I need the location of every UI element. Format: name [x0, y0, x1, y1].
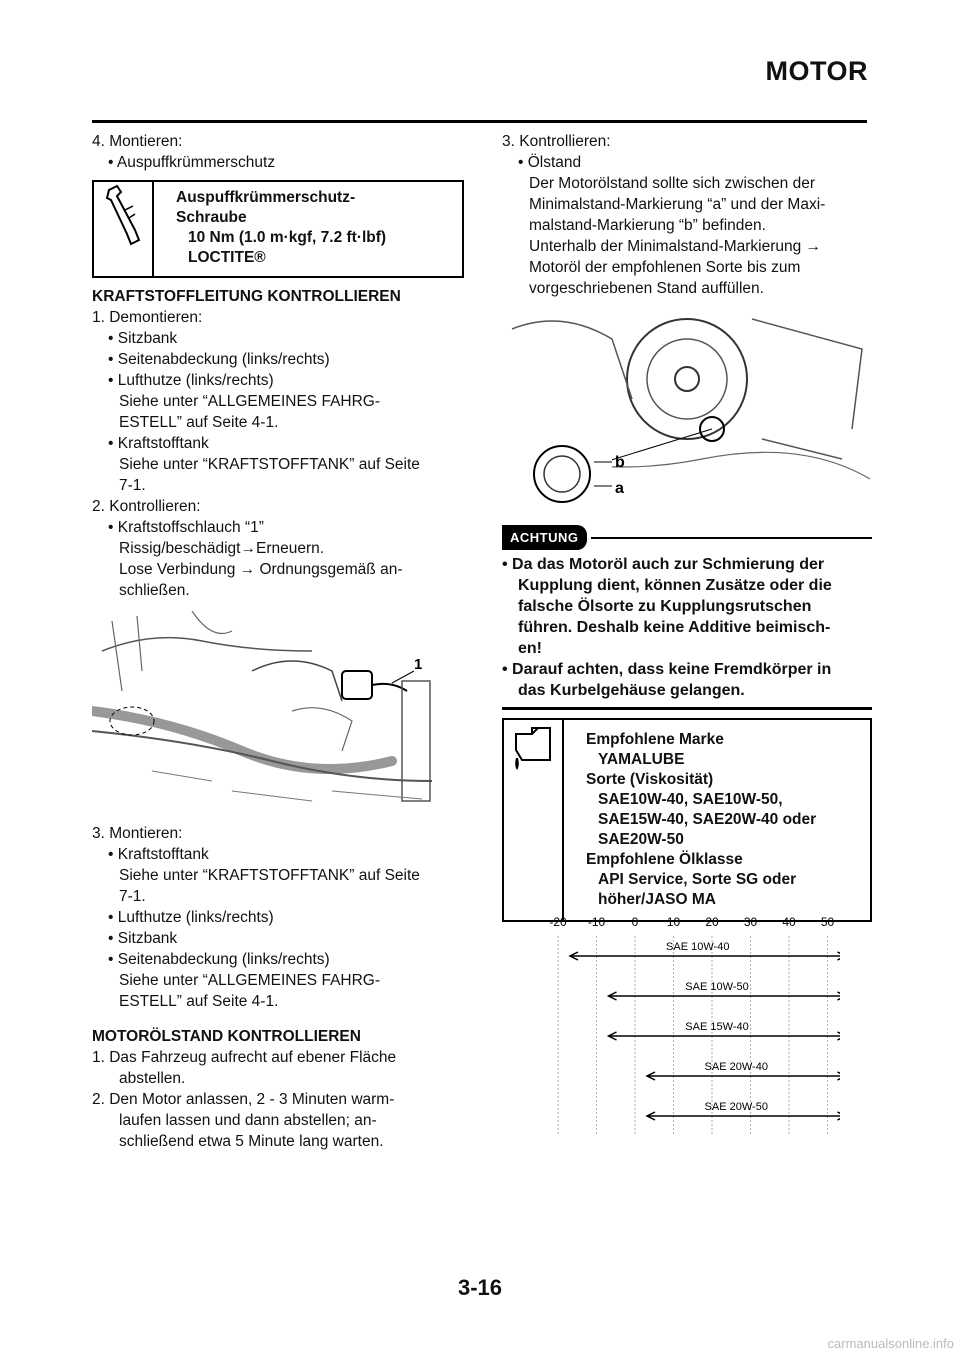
item-text: Lose Verbindung → Ordnungsgemäß an- [119, 561, 403, 578]
item-text: Der Motorölstand sollte sich zwischen de… [529, 175, 816, 192]
spec-line: Empfohlene Marke [586, 731, 724, 748]
item: • Seitenabdeckung (links/rechts) [108, 951, 330, 968]
item: • Ölstand [518, 154, 582, 171]
item-text: Motoröl der empfohlenen Sorte bis zum [529, 259, 801, 276]
item: • Auspuffkrümmerschutz [108, 154, 276, 171]
item-text: 7-1. [119, 888, 146, 905]
tick-label: 50 [821, 915, 835, 929]
section-heading-oil: MOTORÖLSTAND KONTROLLIEREN [92, 1028, 361, 1045]
arrow-left [645, 1111, 656, 1121]
spec-title-2: Schraube [176, 209, 247, 226]
item: • Kraftstofftank [108, 846, 209, 863]
item-text: Rissig/beschädigt→Erneuern. [119, 540, 325, 557]
oil-can-icon [504, 720, 564, 920]
caution-line: das Kurbelgehäuse gelangen. [518, 682, 745, 699]
item-text: Siehe unter “KRAFTSTOFFTANK” auf Seite [119, 867, 420, 884]
step-remove: 1. Demontieren: [92, 309, 203, 326]
fuel-hose-figure: 1 [87, 610, 464, 817]
spec-loctite: LOCTITE® [188, 249, 266, 266]
arrow-left [606, 991, 617, 1001]
step-install-1: 4. Montieren: [92, 133, 183, 150]
caution-text: • Da das Motoröl auch zur Schmierung der… [502, 554, 872, 701]
tick-label: 30 [744, 915, 758, 929]
page-number: 3-16 [457, 1275, 503, 1300]
caution-header: ACHTUNG [502, 525, 872, 550]
item: • Lufthutze (links/rechts) [108, 372, 274, 389]
tick-label: 40 [782, 915, 796, 929]
spec-value: SAE15W-40, SAE20W-40 oder [598, 811, 817, 828]
oil-step-1-cont: abstellen. [119, 1070, 186, 1087]
series-label: SAE 10W-50 [685, 981, 748, 993]
caution-bottom-rule [502, 707, 872, 710]
tick-label: 0 [632, 915, 639, 929]
oil-step-2-cont: laufen lassen und dann abstellen; an- [119, 1112, 377, 1129]
item-text: ESTELL” auf Seite 4-1. [119, 414, 279, 431]
series-label: SAE 15W-40 [685, 1021, 748, 1033]
caution-line: • Da das Motoröl auch zur Schmierung der [502, 556, 825, 573]
caution-line: en! [518, 640, 542, 657]
item: • Kraftstofftank [108, 435, 209, 452]
step-check-oil: 3. Kontrollieren: [502, 133, 611, 150]
spec-torque: 10 Nm (1.0 m·kgf, 7.2 ft·lbf) [188, 229, 387, 246]
spec-line: Sorte (Viskosität) [586, 771, 714, 788]
caution-line: falsche Ölsorte zu Kupplungsrutschen [518, 598, 812, 615]
caution-label: ACHTUNG [502, 525, 587, 550]
arrow-left [645, 1071, 656, 1081]
spec-value: API Service, Sorte SG oder [598, 871, 797, 888]
item-text: Siehe unter “KRAFTSTOFFTANK” auf Seite [119, 456, 420, 473]
arrow-left [606, 1031, 617, 1041]
tick-label: 20 [705, 915, 719, 929]
series-label: SAE 20W-50 [705, 1101, 768, 1113]
oil-step-2: 2. Den Motor anlassen, 2 - 3 Minuten war… [92, 1091, 395, 1108]
spec-value: SAE20W-50 [598, 831, 684, 848]
item-text: Unterhalb der Minimalstand-Markierung → [529, 238, 822, 255]
series-label: SAE 10W-40 [666, 941, 729, 953]
caution-line: führen. Deshalb keine Additive beimisch- [518, 619, 831, 636]
tick-label: -10 [588, 915, 606, 929]
item-text: ESTELL” auf Seite 4-1. [119, 993, 279, 1010]
left-column: 4. Montieren: • Auspuffkrümmerschutz Aus… [87, 131, 464, 1152]
step-install-2: 3. Montieren: [92, 825, 183, 842]
mark-a-label: a [615, 480, 624, 497]
oil-step-2-cont: schließend etwa 5 Minute lang warten. [119, 1133, 384, 1150]
tick-label: 10 [667, 915, 681, 929]
item-text: vorgeschriebenen Stand auffüllen. [529, 280, 764, 297]
oil-spec-box: Empfohlene Marke YAMALUBE Sorte (Viskosi… [502, 718, 872, 922]
item-text: 7-1. [119, 477, 146, 494]
item-text: malstand-Markierung “b” befinden. [529, 217, 766, 234]
header-rule [92, 120, 867, 123]
right-column: 3. Kontrollieren: • Ölstand Der Motoröls… [501, 131, 872, 930]
torque-spec-box: Auspuffkrümmerschutz- Schraube 10 Nm (1.… [92, 180, 464, 278]
wrench-icon [94, 182, 154, 276]
mark-b-label: b [615, 454, 625, 471]
item: • Sitzbank [108, 330, 178, 347]
section-heading-fuel: KRAFTSTOFFLEITUNG KONTROLLIEREN [92, 288, 401, 305]
series-label: SAE 20W-40 [705, 1061, 768, 1073]
watermark: carmanualsonline.info [827, 1336, 954, 1351]
oil-step-1: 1. Das Fahrzeug aufrecht auf ebener Fläc… [92, 1049, 397, 1066]
spec-value: YAMALUBE [598, 751, 685, 768]
caution-rule [590, 536, 872, 539]
spec-value: SAE10W-40, SAE10W-50, [598, 791, 783, 808]
item-text: Siehe unter “ALLGEMEINES FAHRG- [119, 972, 381, 989]
item-text: Siehe unter “ALLGEMEINES FAHRG- [119, 393, 381, 410]
item-text: Minimalstand-Markierung “a” und der Maxi… [529, 196, 826, 213]
arrow-left [568, 951, 579, 961]
tick-label: -20 [549, 915, 567, 929]
item: • Sitzbank [108, 930, 178, 947]
figure-label-1: 1 [414, 656, 422, 673]
item: • Seitenabdeckung (links/rechts) [108, 351, 330, 368]
caution-line: Kupplung dient, können Zusätze oder die [518, 577, 832, 594]
spec-value: höher/JASO MA [598, 891, 716, 908]
item: • Kraftstoffschlauch “1” [108, 519, 264, 536]
oil-level-figure: b a [501, 309, 872, 515]
item-text: schließen. [119, 582, 190, 599]
caution-line: • Darauf achten, dass keine Fremdkörper … [502, 661, 832, 678]
step-check: 2. Kontrollieren: [92, 498, 201, 515]
spec-line: Empfohlene Ölklasse [586, 851, 743, 868]
item: • Lufthutze (links/rechts) [108, 909, 274, 926]
spec-title-1: Auspuffkrümmerschutz- [176, 189, 356, 206]
page-title: MOTOR [765, 56, 868, 86]
